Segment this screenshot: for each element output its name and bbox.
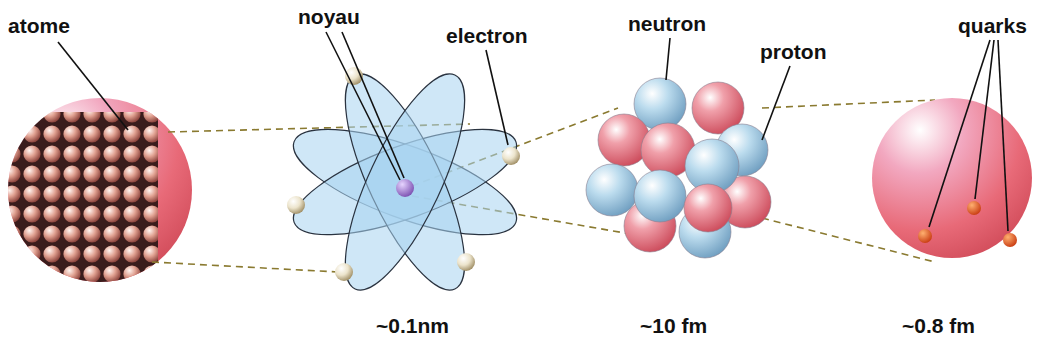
- zoom-lines: [152, 100, 935, 272]
- leader-line: [58, 42, 128, 130]
- dimension-label: ~0.8 fm: [902, 314, 975, 338]
- electron-dots: [287, 67, 520, 281]
- part-label: proton: [760, 40, 826, 64]
- material-sphere: [0, 98, 192, 312]
- nucleus-dot: [396, 179, 414, 197]
- leader-lines: [929, 40, 1008, 231]
- nucleus-cluster: [586, 78, 771, 258]
- part-label: atome: [8, 14, 70, 38]
- dimension-label: ~0.1nm: [376, 314, 449, 338]
- proton-sphere: [872, 98, 1032, 258]
- quark-dots: [918, 201, 1017, 247]
- part-label: neutron: [628, 12, 706, 36]
- dimension-label: ~10 fm: [640, 314, 707, 338]
- leader-lines: [326, 32, 508, 180]
- part-label: electron: [446, 24, 528, 48]
- electron-orbits: [282, 60, 528, 304]
- part-label: noyau: [298, 5, 360, 29]
- part-label: quarks: [958, 14, 1027, 38]
